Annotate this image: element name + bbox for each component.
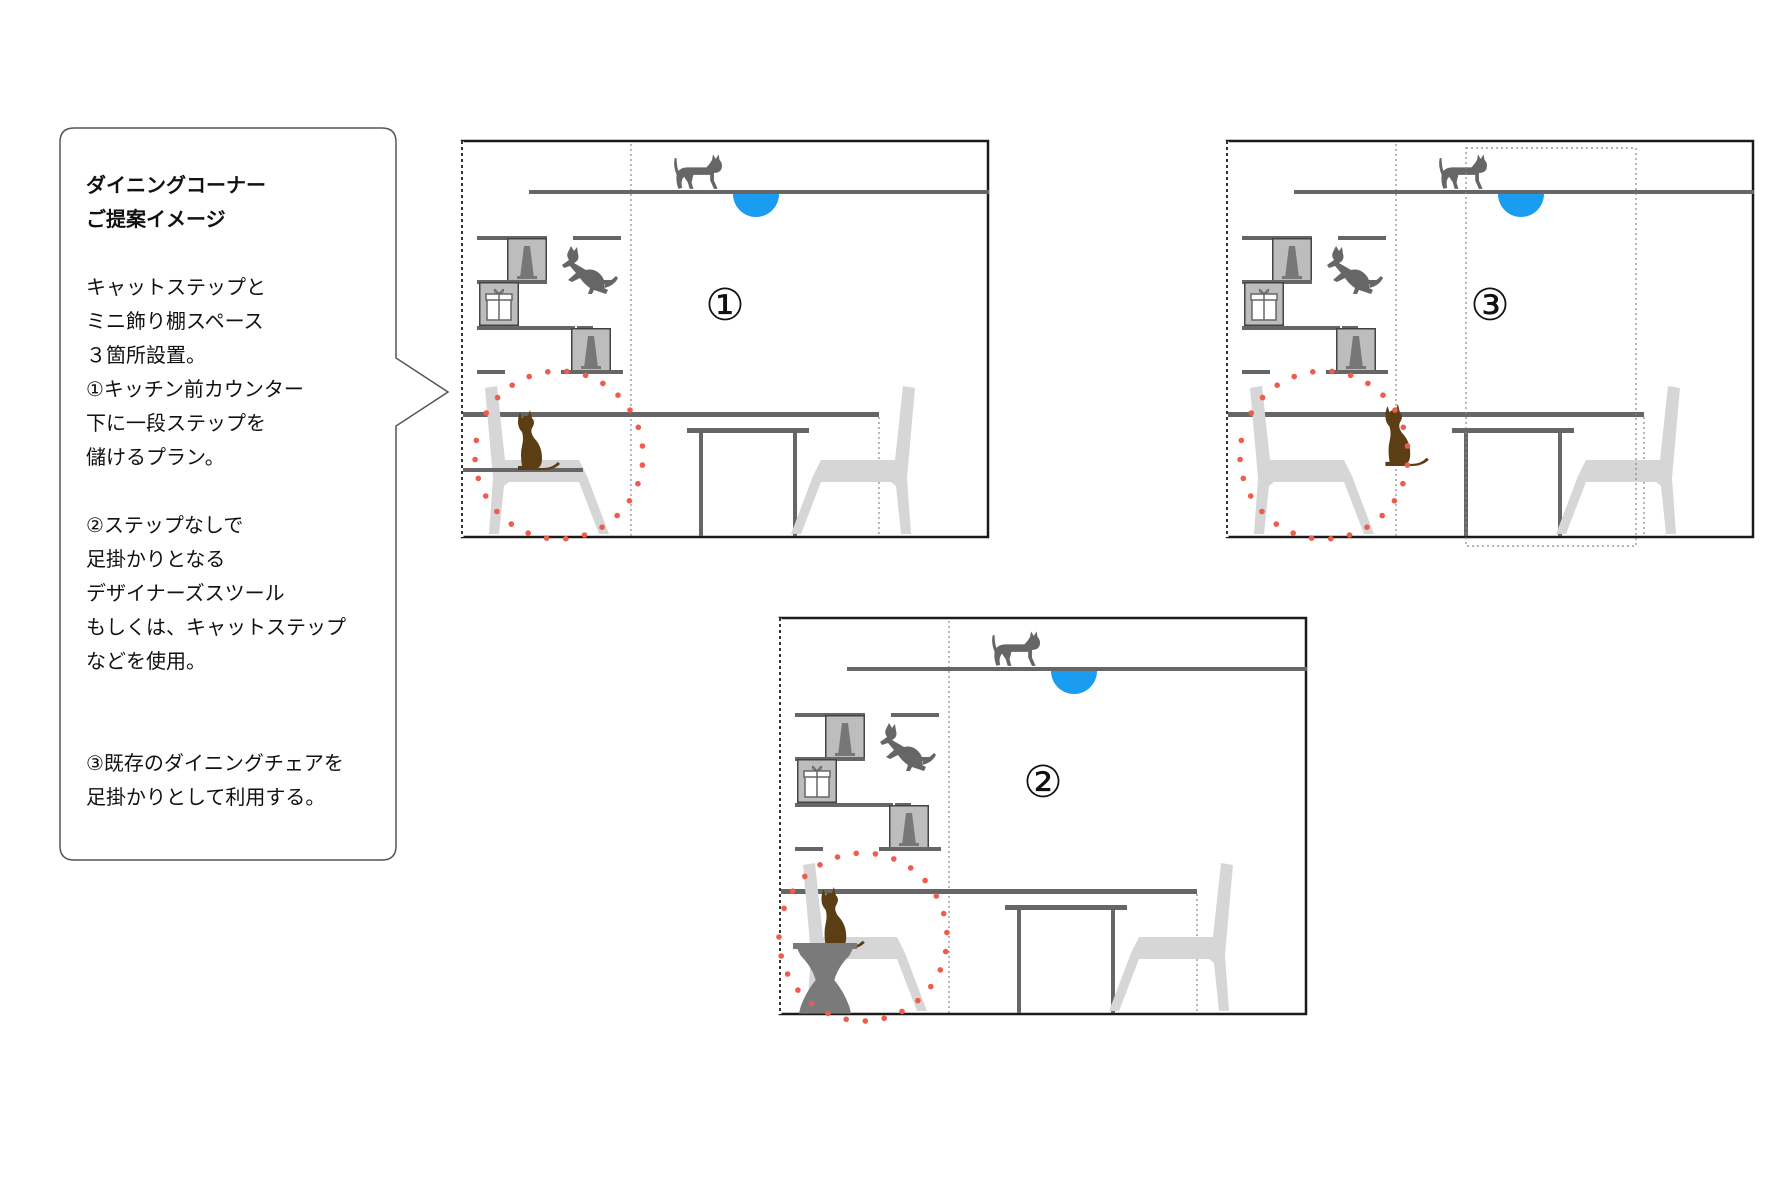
scene-panel-3: ③ (1225, 139, 1755, 547)
caption-title-line2: ご提案イメージ (86, 207, 226, 231)
caption-line: ①キッチン前カウンター (86, 377, 304, 401)
top-shelf (847, 667, 1307, 671)
ceiling-lamp (1498, 194, 1544, 217)
caption-title-line1: ダイニングコーナー (86, 173, 266, 197)
caption-line: 足掛かりとして利用する。 (86, 785, 326, 809)
dining-table (1005, 905, 1127, 910)
caption-line: 儲けるプラン。 (86, 445, 225, 469)
panel-number: ③ (1470, 280, 1509, 331)
top-shelf (529, 190, 989, 194)
kitchen-counter (463, 412, 879, 417)
scene-svg: ① (460, 139, 990, 542)
scene-panel-2: ② (776, 616, 1308, 1024)
caption-line: ③既存のダイニングチェアを (86, 751, 344, 775)
vase-box (1336, 328, 1376, 372)
caption-line: ミニ飾り棚スペース (86, 309, 264, 333)
vase-box (825, 715, 865, 759)
scene-svg: ② (776, 616, 1308, 1024)
dining-table (1452, 428, 1574, 433)
caption-line: 足掛かりとなる (86, 547, 226, 571)
ceiling-lamp (1051, 671, 1097, 694)
caption-line: などを使用。 (86, 649, 206, 673)
cat-step (463, 468, 583, 472)
caption-line: キャットステップと (86, 275, 266, 299)
vase-box (1272, 238, 1312, 282)
dining-table (687, 428, 809, 433)
ceiling-lamp (733, 194, 779, 217)
vase-box (571, 328, 611, 372)
vase-box (507, 238, 547, 282)
kitchen-counter (781, 889, 1197, 894)
caption-line: ３箇所設置。 (86, 343, 206, 367)
caption-line: もしくは、キャットステップ (86, 615, 346, 639)
panel-number: ② (1023, 757, 1062, 808)
gift-box (1244, 282, 1284, 326)
caption-line: 下に一段ステップを (86, 411, 266, 435)
top-shelf (1294, 190, 1754, 194)
caption-text: ダイニングコーナー ご提案イメージ キャットステップと ミニ飾り棚スペース ３箇… (86, 168, 386, 814)
kitchen-counter (1228, 412, 1644, 417)
gift-box (797, 759, 837, 803)
scene-svg: ③ (1225, 139, 1755, 547)
caption-line: ②ステップなしで (86, 513, 244, 537)
panel-number: ① (705, 280, 744, 331)
gift-box (479, 282, 519, 326)
caption-line: デザイナーズスツール (86, 581, 285, 605)
vase-box (889, 805, 929, 849)
scene-panel-1: ① (460, 139, 990, 542)
